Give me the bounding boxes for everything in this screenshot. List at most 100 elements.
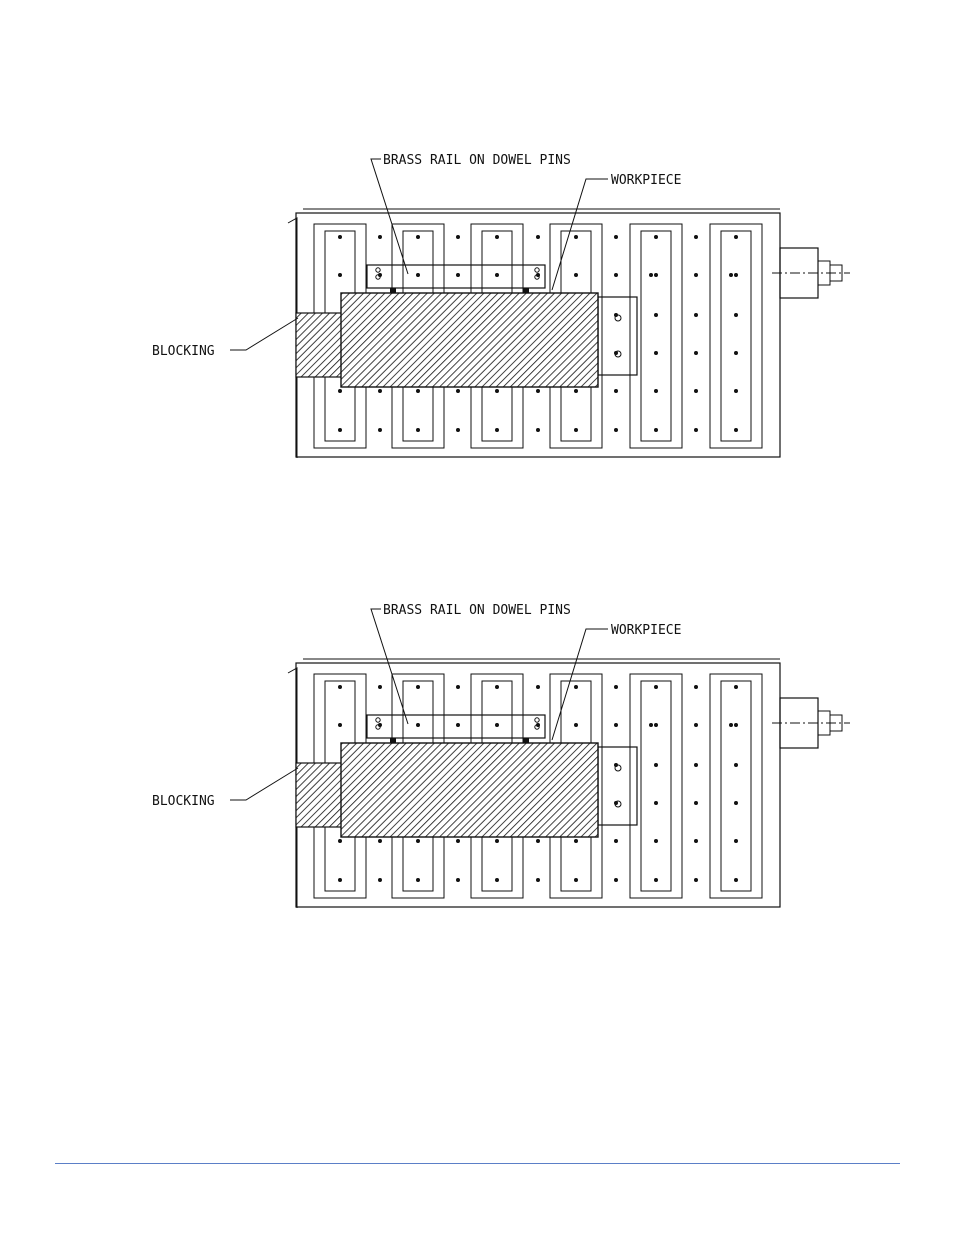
pole-dot xyxy=(416,273,420,277)
dowel-pin xyxy=(375,724,381,730)
pole-dot xyxy=(734,389,738,393)
pole-dot xyxy=(694,878,698,882)
dowel-pin xyxy=(534,267,540,273)
pole-dot xyxy=(574,878,578,882)
pole-dot xyxy=(536,878,540,882)
pole-dot xyxy=(536,839,540,843)
pole-dot xyxy=(416,428,420,432)
pole-dot xyxy=(694,351,698,355)
pole-dot xyxy=(654,273,658,277)
pole-dot xyxy=(694,235,698,239)
end-stop-screw xyxy=(614,314,622,322)
pole-dot xyxy=(614,763,618,767)
pole-dot xyxy=(654,389,658,393)
pole-dot xyxy=(338,685,342,689)
blocking-label: BLOCKING xyxy=(152,794,215,809)
pole-dot xyxy=(614,723,618,727)
rail-label: BRASS RAIL ON DOWEL PINS xyxy=(383,153,571,168)
pole-dot xyxy=(614,839,618,843)
pole-dot xyxy=(654,351,658,355)
pole-dot xyxy=(574,428,578,432)
pole-dot xyxy=(338,839,342,843)
pole-dot xyxy=(649,273,653,277)
pole-dot xyxy=(378,428,382,432)
pole-dot xyxy=(574,273,578,277)
pole-dot xyxy=(495,685,499,689)
pole-dot xyxy=(456,685,460,689)
pole-dot xyxy=(416,839,420,843)
pole-dot xyxy=(654,878,658,882)
end-stop-screw xyxy=(614,800,622,808)
pole-dot xyxy=(456,235,460,239)
pole-dot xyxy=(456,428,460,432)
pole-dot xyxy=(574,839,578,843)
workpiece-piece xyxy=(340,292,599,388)
pole-dot xyxy=(694,685,698,689)
pole-dot xyxy=(416,723,420,727)
pole-dot xyxy=(338,878,342,882)
pole-dot xyxy=(495,723,499,727)
pole-dot xyxy=(694,763,698,767)
pole-dot xyxy=(654,313,658,317)
pole-dot xyxy=(338,723,342,727)
pole-dot xyxy=(694,839,698,843)
pole-dot xyxy=(654,839,658,843)
rail-leader xyxy=(370,158,409,275)
pole-dot xyxy=(694,723,698,727)
pole-dot xyxy=(729,723,733,727)
pole-dot xyxy=(614,685,618,689)
pole-dot xyxy=(338,389,342,393)
dowel-pin xyxy=(534,724,540,730)
rail-pin-foot xyxy=(390,288,396,293)
pole-dot xyxy=(614,878,618,882)
brass-rail xyxy=(366,264,546,289)
pole-dot xyxy=(614,389,618,393)
pole-dot xyxy=(649,723,653,727)
dowel-pin xyxy=(375,274,381,280)
pole-dot xyxy=(734,839,738,843)
pole-outer-5 xyxy=(709,223,763,449)
pole-dot xyxy=(536,428,540,432)
pole-dot xyxy=(574,389,578,393)
pole-dot xyxy=(734,235,738,239)
dowel-pin xyxy=(534,274,540,280)
dowel-pin xyxy=(534,717,540,723)
pole-dot xyxy=(734,878,738,882)
end-stop-block xyxy=(597,746,638,826)
rail-pin-foot xyxy=(390,738,396,743)
pole-dot xyxy=(734,763,738,767)
pole-dot xyxy=(614,273,618,277)
workpiece-label: WORKPIECE xyxy=(611,623,681,638)
blocking-leader xyxy=(230,317,299,351)
pole-dot xyxy=(734,313,738,317)
pole-dot xyxy=(416,878,420,882)
pole-dot xyxy=(378,878,382,882)
chuck-left-edge xyxy=(287,667,298,908)
pole-dot xyxy=(456,273,460,277)
pole-dot xyxy=(416,389,420,393)
pole-dot xyxy=(495,273,499,277)
pole-dot xyxy=(654,723,658,727)
workpiece-leader xyxy=(551,178,608,291)
pole-inner-4 xyxy=(640,230,672,442)
pole-dot xyxy=(574,685,578,689)
pole-dot xyxy=(734,723,738,727)
pole-inner-5 xyxy=(720,230,752,442)
pole-outer-4 xyxy=(629,673,683,899)
pole-dot xyxy=(654,685,658,689)
rail-pin-foot xyxy=(523,288,529,293)
rail-leader xyxy=(370,608,409,725)
chuck-diagram-top: BRASS RAIL ON DOWEL PINSWORKPIECEBLOCKIN… xyxy=(152,153,850,458)
pole-dot xyxy=(734,428,738,432)
end-stop-screw xyxy=(614,764,622,772)
dowel-pin xyxy=(375,717,381,723)
pole-dot xyxy=(536,235,540,239)
pole-dot xyxy=(378,235,382,239)
rail-label: BRASS RAIL ON DOWEL PINS xyxy=(383,603,571,618)
pole-dot xyxy=(495,389,499,393)
pole-dot xyxy=(614,313,618,317)
end-stop-screw xyxy=(614,350,622,358)
pole-dot xyxy=(614,235,618,239)
pole-dot xyxy=(694,389,698,393)
